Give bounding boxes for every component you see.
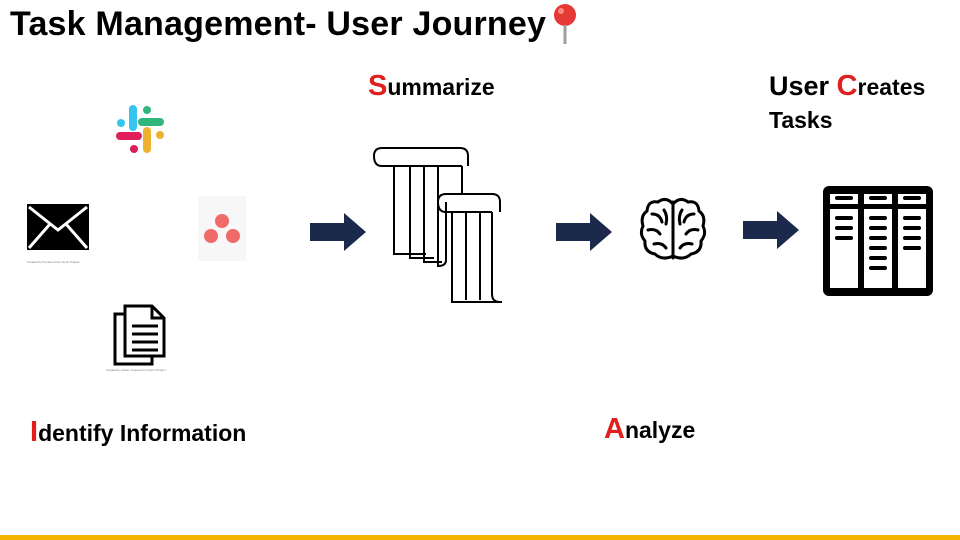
asana-logo-icon xyxy=(204,214,240,243)
brain-icon xyxy=(639,197,707,260)
map-pin-icon xyxy=(554,4,577,44)
scroll-icon xyxy=(372,147,502,303)
stage-initial: S xyxy=(368,70,388,102)
stage-label-tasks: Tasks xyxy=(769,107,833,133)
stage-initial: C xyxy=(836,70,858,102)
slack-logo-icon xyxy=(116,105,164,153)
stage-label-analyze: Analyze xyxy=(604,413,695,446)
stage-label-rest: ummarize xyxy=(387,74,495,100)
asana-logo xyxy=(198,196,246,261)
arrow-right-icon xyxy=(743,211,799,249)
arrow-right-icon xyxy=(556,213,612,251)
stage-label-rest: dentify Information xyxy=(38,420,247,446)
bottom-accent-bar xyxy=(0,535,960,540)
stage-label-creates: User Creates Tasks xyxy=(769,70,925,133)
page-title: Task Management- User Journey xyxy=(10,2,580,46)
arrow-right-icon xyxy=(310,213,366,251)
document-icon-credit: Created by Adrien Coquet from Noun Proje… xyxy=(106,368,166,372)
stage-label-user: User xyxy=(769,71,837,101)
task-board-icon xyxy=(823,186,933,296)
email-icon-credit: Created by Kumkum from Noun Project xyxy=(27,260,80,264)
stage-label-identify: Identify Information xyxy=(30,416,246,449)
stage-label-summarize: Summarize xyxy=(368,70,495,103)
stage-label-rest: reates xyxy=(857,74,926,100)
documents-icon xyxy=(113,304,166,366)
stage-initial: A xyxy=(604,413,625,445)
envelope-icon xyxy=(27,204,89,250)
stage-label-rest: nalyze xyxy=(624,417,696,443)
title-text: Task Management- User Journey xyxy=(10,4,547,43)
stage-initial: I xyxy=(30,416,39,448)
